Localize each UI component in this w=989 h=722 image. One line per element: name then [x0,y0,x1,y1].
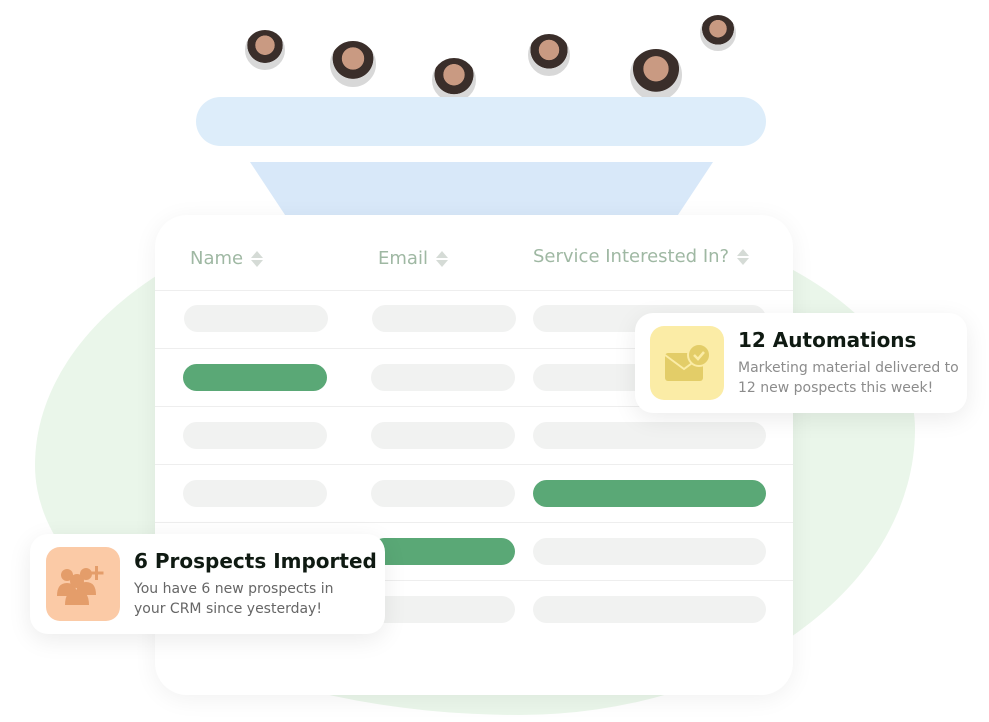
column-header-service[interactable]: Service Interested In? [533,246,750,267]
placeholder-cell [183,480,327,507]
funnel-top [196,97,766,146]
avatar [430,56,478,104]
row-divider [155,522,793,523]
placeholder-cell [533,422,766,449]
row-divider [155,580,793,581]
avatar [628,47,684,103]
notification-title: 6 Prospects Imported [134,549,377,573]
placeholder-cell [533,596,766,623]
placeholder-cell [371,364,515,391]
placeholder-cell [372,305,516,332]
sort-icon [435,250,448,267]
placeholder-cell [183,422,327,449]
avatar [698,13,738,53]
avatar [243,28,287,72]
placeholder-cell [371,480,515,507]
row-divider [155,290,793,291]
notification-body: your CRM since yesterday! [134,601,322,617]
column-label: Email [378,248,428,269]
users-plus-icon [46,547,120,621]
placeholder-cell [371,422,515,449]
column-header-name[interactable]: Name [190,248,264,269]
avatar [328,39,378,89]
envelope-check-icon [650,326,724,400]
prospects-notification: 6 Prospects Imported You have 6 new pros… [30,534,385,634]
sort-icon [251,250,264,267]
notification-body: Marketing material delivered to [738,360,959,376]
row-divider [155,464,793,465]
avatar [526,32,572,78]
placeholder-cell [371,596,515,623]
highlighted-cell [183,364,327,391]
notification-body: You have 6 new prospects in [134,581,334,597]
automations-notification: 12 Automations Marketing material delive… [635,313,967,413]
highlighted-cell [533,480,766,507]
column-header-email[interactable]: Email [378,248,448,269]
sort-icon [737,248,750,265]
column-label: Service Interested In? [533,246,730,267]
notification-title: 12 Automations [738,328,917,352]
placeholder-cell [184,305,328,332]
placeholder-cell [533,538,766,565]
highlighted-cell [371,538,515,565]
column-label: Name [190,248,244,269]
row-divider [155,406,793,407]
notification-body: 12 new pospects this week! [738,380,934,396]
row-divider [155,348,793,349]
funnel-body [250,162,713,218]
